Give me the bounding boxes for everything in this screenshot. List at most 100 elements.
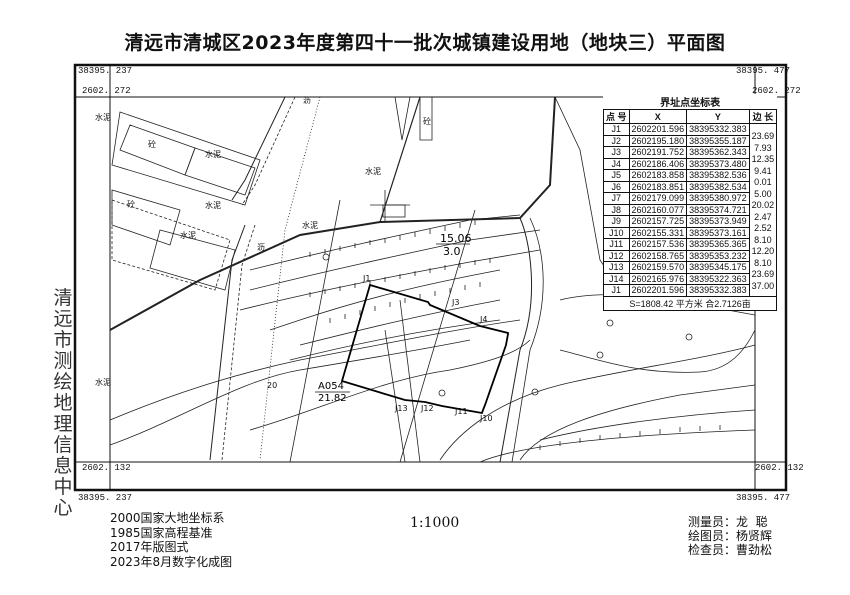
- table-title: 界址点坐标表: [660, 98, 721, 109]
- col-header-x: X: [628, 109, 688, 124]
- label-cement: 水泥: [180, 230, 196, 240]
- y-coordinate: 38395332.383: [686, 123, 750, 136]
- y-coordinate: 38395322.363: [686, 272, 750, 285]
- coordinate-system: 2000国家大地坐标系: [110, 511, 225, 525]
- x-coordinate: 2602157.725: [628, 215, 688, 228]
- side-length: 2.47: [748, 210, 778, 222]
- point-label-j13: J13: [394, 404, 408, 413]
- label-concrete: 砼: [148, 139, 156, 149]
- point-id: J9: [603, 215, 630, 228]
- col-header-length: 边 长: [748, 109, 778, 124]
- parcel-value: 21.82: [318, 393, 347, 404]
- point-id: J1: [603, 284, 630, 297]
- label-cement: 水泥: [205, 149, 221, 159]
- label-cement: 水泥: [205, 200, 221, 210]
- side-length: 20.02: [748, 198, 778, 210]
- side-length: 9.41: [748, 164, 778, 176]
- point-id: J5: [603, 169, 630, 182]
- x-coordinate: 2602201.596: [628, 123, 688, 136]
- y-coordinate: 38395373.161: [686, 226, 750, 239]
- checker-name: 曹劲松: [736, 543, 773, 557]
- map-title: 清远市清城区2023年度第四十一批次城镇建设用地（地块三）平面图: [124, 32, 726, 54]
- y-coordinate: 38395380.972: [686, 192, 750, 205]
- side-length: 12.20: [748, 244, 778, 256]
- corner-bottom-left-y: 2602. 132: [82, 463, 131, 473]
- y-coordinate: 38395345.175: [686, 261, 750, 274]
- x-coordinate: 2602183.858: [628, 169, 688, 182]
- x-coordinate: 2602195.180: [628, 134, 688, 147]
- x-coordinate: 2602201.596: [628, 284, 688, 297]
- point-label-j11: J11: [454, 407, 468, 416]
- point-id: J13: [603, 261, 630, 274]
- corner-top-left-x: 38395. 237: [78, 66, 133, 76]
- point-label-j1: J1: [362, 274, 370, 283]
- side-length: 7.93: [748, 141, 778, 153]
- y-coordinate: 38395365.365: [686, 238, 750, 251]
- y-coordinate: 38395332.383: [686, 284, 750, 297]
- map-style: 2017年版图式: [110, 540, 189, 554]
- point-label-j12: J12: [420, 404, 434, 413]
- label-asphalt: 沥: [257, 243, 265, 252]
- x-coordinate: 2602155.331: [628, 226, 688, 239]
- x-coordinate: 2602183.851: [628, 180, 688, 193]
- side-length: 8.10: [748, 233, 778, 245]
- point-id: J10: [603, 226, 630, 239]
- x-coordinate: 2602159.570: [628, 261, 688, 274]
- side-length: 23.69: [748, 129, 778, 141]
- y-coordinate: 38395355.187: [686, 134, 750, 147]
- staff-list: 测量员：龙 聪 绘图员：杨贤辉 检查员：曹劲松: [688, 515, 772, 557]
- parcel-boundary: [340, 283, 509, 415]
- surveyor-name: 龙 聪: [736, 515, 768, 529]
- point-id: J2: [603, 134, 630, 147]
- point-id: J3: [603, 146, 630, 159]
- point-id: J14: [603, 272, 630, 285]
- institution-stamp: 清远市测绘地理信息中心: [53, 287, 73, 519]
- point-label-j4: J4: [479, 315, 487, 324]
- side-length: [748, 284, 778, 296]
- label-cement: 水泥: [302, 220, 318, 230]
- contour-label: 20: [267, 381, 277, 390]
- side-length: 23.69: [748, 267, 778, 279]
- side-length: 8.10: [748, 256, 778, 268]
- y-coordinate: 38395373.480: [686, 157, 750, 170]
- label-cement: 水泥: [95, 112, 111, 122]
- x-coordinate: 2602186.406: [628, 157, 688, 170]
- outer-frame: [73, 63, 788, 492]
- elevation-datum: 1985国家高程基准: [110, 525, 213, 540]
- label-concrete: 砼: [423, 116, 431, 126]
- point-id: J4: [603, 157, 630, 170]
- drafter-name: 杨贤辉: [736, 529, 773, 543]
- side-length: 12.35: [748, 152, 778, 164]
- point-id: J11: [603, 238, 630, 251]
- point-id: J7: [603, 192, 630, 205]
- drafter-label: 绘图员：: [688, 529, 737, 543]
- side-length: 2.52: [748, 221, 778, 233]
- y-coordinate: 38395374.721: [686, 203, 750, 216]
- corner-bottom-left-x: 38395. 237: [78, 493, 133, 503]
- corner-top-left-y: 2602. 272: [82, 86, 131, 96]
- x-coordinate: 2602157.536: [628, 238, 688, 251]
- production-date: 2023年8月数字化成图: [110, 554, 233, 569]
- label-concrete: 砼: [127, 199, 135, 209]
- point-id: J8: [603, 203, 630, 216]
- x-coordinate: 2602158.765: [628, 249, 688, 262]
- col-header-y: Y: [686, 109, 750, 124]
- area-summary: S=1808.42 平方米 合2.7126亩: [602, 295, 778, 311]
- y-coordinate: 38395373.949: [686, 215, 750, 228]
- corner-bottom-right-y: 2602. 132: [755, 463, 804, 473]
- side-length: 5.00: [748, 187, 778, 199]
- map-features: [109, 96, 756, 463]
- col-header-point: 点 号: [603, 109, 630, 124]
- map-legend-info: 2000国家大地坐标系 1985国家高程基准 2017年版图式 2023年8月数…: [110, 511, 232, 569]
